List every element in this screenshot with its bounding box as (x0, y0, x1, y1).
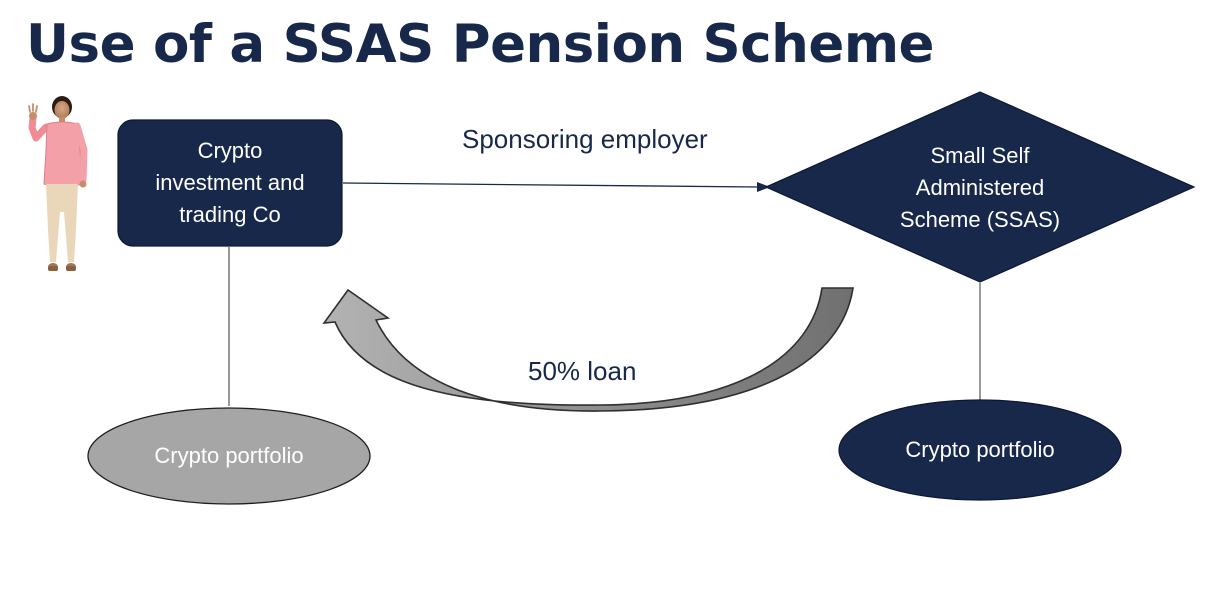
ssas-label: Small Self Administered Scheme (SSAS) (899, 143, 1061, 232)
ssas-crypto-portfolio-ellipse (838, 399, 1122, 501)
crypto-company-box (117, 119, 343, 247)
presenter-figure (28, 96, 88, 271)
slide-title: Use of a SSAS Pension Scheme (26, 14, 935, 75)
loan-label: 50% loan (528, 356, 637, 386)
ssas-crypto-portfolio-label: Crypto portfolio (905, 437, 1055, 462)
loan-curved-arrow (322, 287, 854, 412)
ssas-diamond (764, 91, 1196, 283)
company-crypto-portfolio-ellipse (87, 407, 371, 505)
crypto-company-label: Crypto investment and trading Co (155, 138, 305, 227)
sponsoring-employer-label: Sponsoring employer (462, 124, 708, 154)
company-crypto-portfolio-label: Crypto portfolio (154, 443, 304, 468)
sponsoring-employer-arrow (342, 182, 770, 192)
